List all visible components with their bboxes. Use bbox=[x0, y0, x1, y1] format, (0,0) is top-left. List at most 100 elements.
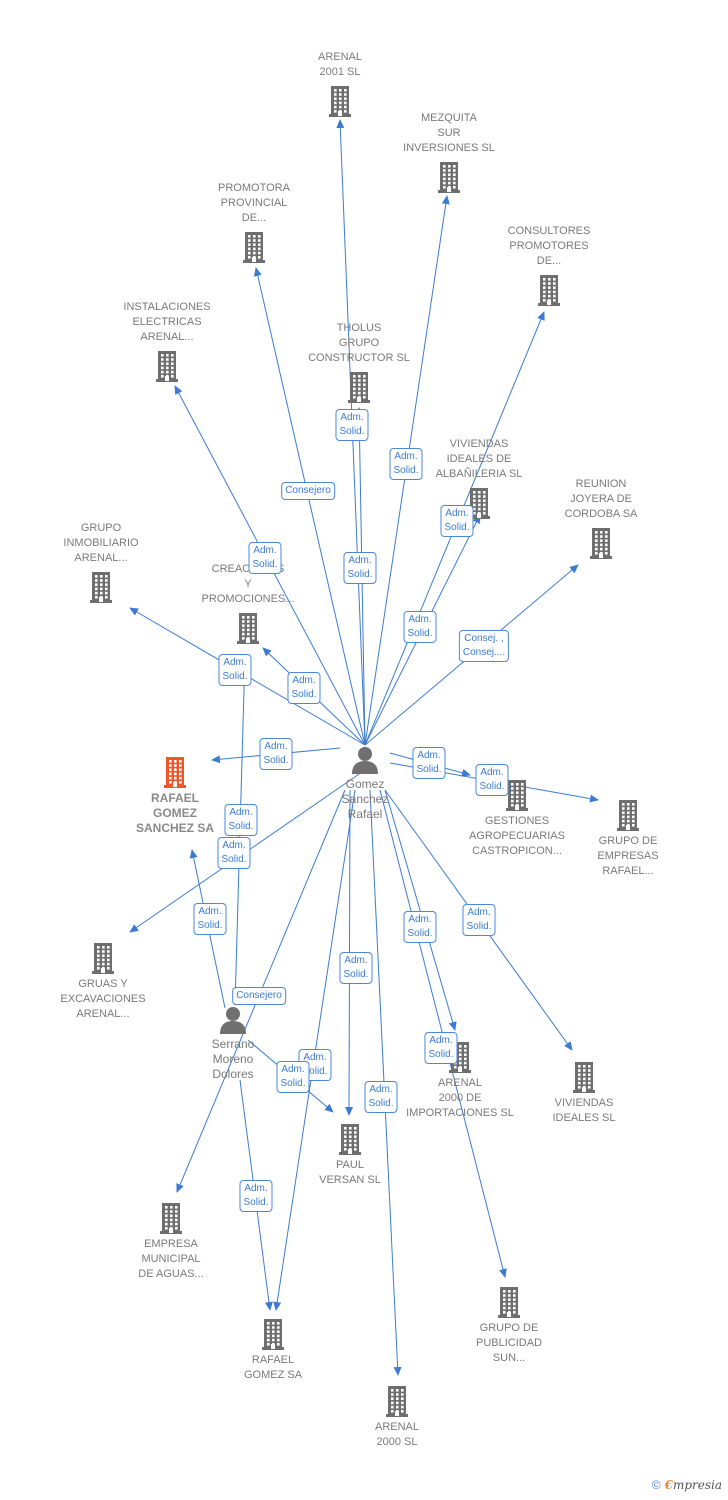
building-icon bbox=[348, 372, 370, 403]
node-label-line: GRUPO DE bbox=[479, 1322, 539, 1334]
building-icon bbox=[438, 162, 460, 193]
node-label-line: SANCHEZ SA bbox=[135, 821, 214, 835]
node-label-line: 2001 SL bbox=[319, 66, 361, 78]
company-node-creaciones[interactable]: CREACIONESYPROMOCIONES... bbox=[183, 562, 313, 645]
node-label-line: IDEALES DE bbox=[446, 453, 512, 465]
node-label-line: INVERSIONES SL bbox=[403, 142, 495, 154]
relationship-label[interactable]: Adm. Solid. bbox=[403, 611, 437, 643]
node-label-line: GESTIONES bbox=[484, 815, 550, 827]
relationship-label[interactable]: Adm. Solid. bbox=[424, 1032, 458, 1064]
relationship-label[interactable]: Adm. Solid. bbox=[335, 409, 369, 441]
node-label-line: 2000 DE bbox=[438, 1092, 482, 1104]
node-label-line: Gomez bbox=[345, 777, 385, 791]
node-label-line: Serrano bbox=[211, 1037, 255, 1051]
relationship-label[interactable]: Adm. Solid. bbox=[217, 837, 251, 869]
node-label-line: SUN... bbox=[492, 1352, 526, 1364]
building-icon bbox=[90, 572, 112, 603]
node-label-line: 2000 SL bbox=[376, 1436, 418, 1448]
node-label-line: THOLUS bbox=[336, 322, 382, 334]
brand-logo[interactable]: €mpresia bbox=[665, 1478, 722, 1492]
node-label-line: ARENAL bbox=[437, 1077, 483, 1089]
building-icon bbox=[160, 1203, 182, 1234]
relationship-label[interactable]: Adm. Solid. bbox=[403, 911, 437, 943]
relationship-label[interactable]: Adm. Solid. bbox=[412, 747, 446, 779]
node-label-line: ALBAÑILERIA SL bbox=[435, 468, 523, 480]
relationship-label[interactable]: Adm. Solid. bbox=[218, 654, 252, 686]
relationship-label[interactable]: Adm. Solid. bbox=[239, 1180, 273, 1212]
relationship-label[interactable]: Adm. Solid. bbox=[343, 552, 377, 584]
node-label-line: GRUPO bbox=[80, 522, 122, 534]
relationship-label[interactable]: Adm. Solid. bbox=[339, 952, 373, 984]
node-label-line: JOYERA DE bbox=[570, 493, 632, 505]
relationship-label[interactable]: Consej. , Consej.... bbox=[458, 630, 510, 662]
node-label-line: Sanchez bbox=[341, 792, 389, 806]
person-icon bbox=[220, 1007, 246, 1034]
node-label-line: CONSTRUCTOR SL bbox=[308, 352, 410, 364]
node-label-line: Moreno bbox=[212, 1052, 254, 1066]
relationship-label[interactable]: Consejero bbox=[232, 987, 286, 1005]
node-label-line: CORDOBA SA bbox=[564, 508, 638, 520]
relationship-label[interactable]: Adm. Solid. bbox=[276, 1061, 310, 1093]
relationship-label[interactable]: Adm. Solid. bbox=[298, 1049, 332, 1081]
relationship-label[interactable]: Consejero bbox=[281, 482, 335, 500]
node-label-line: RAFAEL... bbox=[602, 865, 654, 877]
relationship-label[interactable]: Adm. Solid. bbox=[287, 672, 321, 704]
relationship-label[interactable]: Adm. Solid. bbox=[248, 542, 282, 574]
relationship-label[interactable]: Adm. Solid. bbox=[475, 764, 509, 796]
relationship-label[interactable]: Adm. Solid. bbox=[364, 1081, 398, 1113]
relationship-label[interactable]: Adm. Solid. bbox=[259, 738, 293, 770]
relationship-label[interactable]: Adm. Solid. bbox=[389, 448, 423, 480]
relationship-label[interactable]: Adm. Solid. bbox=[440, 505, 474, 537]
node-label-line: GOMEZ bbox=[153, 806, 197, 820]
node-label-line: ARENAL... bbox=[74, 552, 128, 564]
relationship-label[interactable]: Adm. Solid. bbox=[224, 804, 258, 836]
node-label-line: IMPORTACIONES SL bbox=[406, 1107, 514, 1119]
relationship-label[interactable]: Adm. Solid. bbox=[462, 904, 496, 936]
node-label-line: EMPRESAS bbox=[597, 850, 659, 862]
node-label-line: DE... bbox=[536, 255, 562, 267]
building-icon bbox=[156, 351, 178, 382]
company-node-arenal2000imp[interactable]: ARENAL 2000 DE IMPORTACIONES SL bbox=[395, 1040, 525, 1121]
edge-line bbox=[253, 267, 366, 746]
building-icon bbox=[329, 86, 351, 117]
node-label: ARENAL 2000 DE IMPORTACIONES SL bbox=[395, 1076, 525, 1121]
node-label-line: INSTALACIONES bbox=[123, 301, 211, 313]
node-label-line: Dolores bbox=[212, 1067, 254, 1081]
building-icon bbox=[468, 488, 490, 519]
node-label-line: VERSAN SL bbox=[319, 1174, 381, 1186]
relationship-label[interactable]: Adm. Solid. bbox=[193, 903, 227, 935]
building-icon bbox=[386, 1386, 408, 1417]
